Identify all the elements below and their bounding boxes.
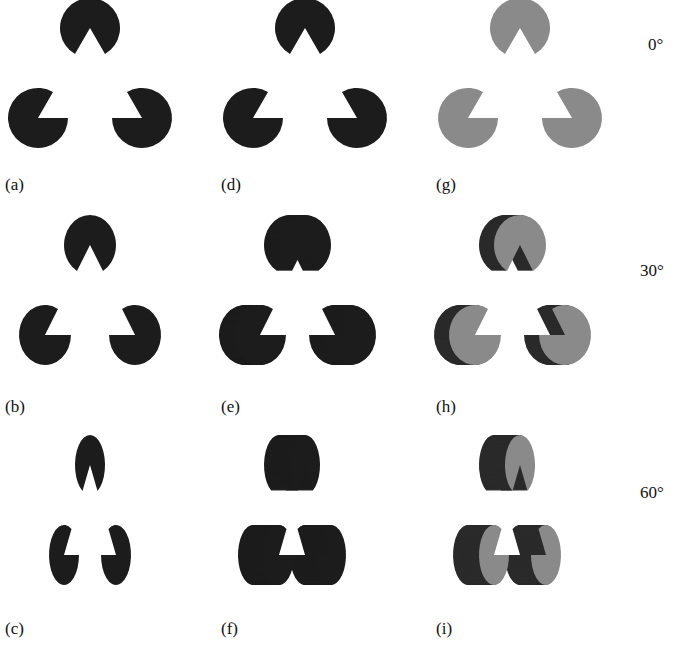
pacman-layer <box>438 0 602 148</box>
angle-label: 30° <box>640 262 664 279</box>
pacman-shape <box>64 215 116 271</box>
pacman-shape <box>539 305 591 365</box>
pacman-shape <box>538 305 590 365</box>
pacman-shape <box>494 215 546 271</box>
pacman-shape <box>264 525 294 585</box>
pacman-layer <box>478 435 560 585</box>
pacman-shape <box>315 525 345 585</box>
pacman-layer <box>8 0 172 148</box>
panel-label: (f) <box>221 620 238 637</box>
pacman-layer <box>263 435 345 585</box>
pacman-panel <box>238 435 346 585</box>
pacman-shape <box>438 88 498 148</box>
pacman-shape <box>323 305 375 365</box>
panel-label: (i) <box>436 620 452 637</box>
pacman-shape <box>531 525 561 585</box>
pacman-shape <box>490 0 550 54</box>
pacman-shape <box>112 88 172 148</box>
pacman-shape <box>504 435 534 491</box>
panel-label: (g) <box>436 176 456 193</box>
panel-label: (d) <box>221 176 241 193</box>
pacman-layer <box>264 435 346 585</box>
pacman-panel <box>438 0 602 148</box>
pacman-shape <box>542 88 602 148</box>
pacman-shape <box>279 215 331 271</box>
pacman-shape <box>289 435 319 491</box>
panel-label: (c) <box>5 620 24 637</box>
pacman-shape <box>449 305 501 365</box>
pacman-shape <box>290 435 320 491</box>
pacman-shape <box>60 0 120 54</box>
pacman-shape <box>479 525 509 585</box>
panel-label: (e) <box>221 398 240 415</box>
panel-label: (a) <box>5 176 24 193</box>
pacman-shape <box>263 525 293 585</box>
pacman-shape <box>316 525 346 585</box>
pacman-layer <box>233 215 375 365</box>
angle-label: 60° <box>640 484 664 501</box>
pacman-shape <box>505 435 535 491</box>
pacman-layer <box>448 215 590 365</box>
pacman-layer <box>19 215 161 365</box>
pacman-shape <box>493 215 545 271</box>
pacman-panel <box>219 215 376 365</box>
pacman-layer <box>49 435 131 585</box>
pacman-shape <box>75 435 105 491</box>
pacman-panel <box>434 215 591 365</box>
pacman-shape <box>478 525 508 585</box>
pacman-shape <box>530 525 560 585</box>
pacman-layer <box>223 0 387 148</box>
pacman-shape <box>275 0 335 54</box>
pacman-shape <box>327 88 387 148</box>
pacman-shape <box>19 305 71 365</box>
pacman-shape <box>448 305 500 365</box>
angle-label: 0° <box>648 36 663 53</box>
pacman-shape <box>49 525 79 585</box>
panel-label: (h) <box>436 398 456 415</box>
pacman-layer <box>479 435 561 585</box>
pacman-panel <box>453 435 561 585</box>
pacman-shape <box>233 305 285 365</box>
pacman-panel <box>223 0 387 148</box>
pacman-shape <box>101 525 131 585</box>
pacman-shape <box>278 215 330 271</box>
panel-label: (b) <box>5 398 25 415</box>
pacman-panel <box>8 0 172 148</box>
pacman-shape <box>324 305 376 365</box>
pacman-layer <box>449 215 591 365</box>
pacman-shape <box>223 88 283 148</box>
pacman-panel <box>49 435 131 585</box>
pacman-layer <box>234 215 376 365</box>
pacman-panel <box>19 215 161 365</box>
pacman-shape <box>109 305 161 365</box>
pacman-shape <box>234 305 286 365</box>
pacman-shape <box>8 88 68 148</box>
